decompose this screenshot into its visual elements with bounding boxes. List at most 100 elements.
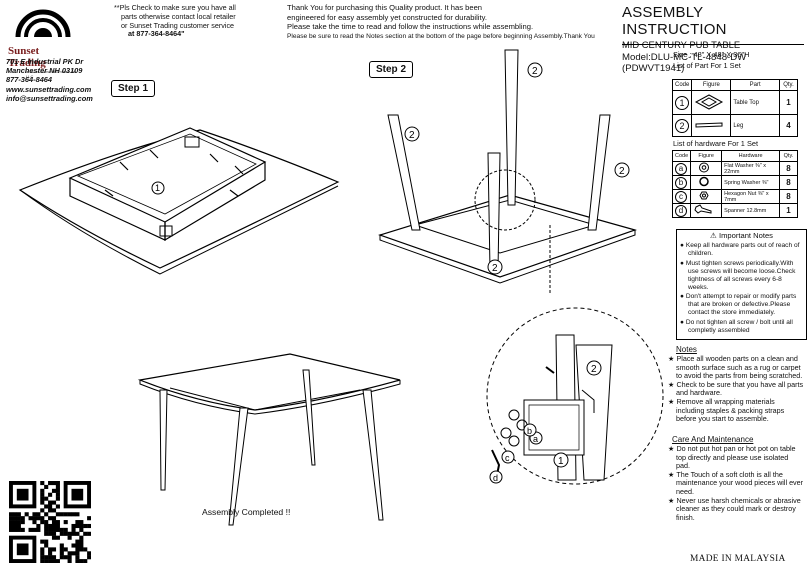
- important-item: ● Keep all hardware parts out of reach o…: [680, 242, 800, 257]
- col-figure: Figure: [690, 150, 723, 162]
- table-row: a Flat Washer ⅜" x 22mm 8: [671, 161, 798, 176]
- row-code: 2: [671, 114, 693, 137]
- page-title: ASSEMBLY INSTRUCTION: [622, 4, 727, 38]
- callout-text: a: [533, 434, 538, 444]
- col-part: Part: [730, 79, 780, 91]
- important-title: Important Notes: [718, 231, 773, 240]
- part-qty: 1: [779, 90, 798, 115]
- care-item: ★ Do not put hot pan or hot pot on table…: [668, 444, 796, 471]
- step-2-illustration: 2 2 2 2: [378, 49, 638, 295]
- hardware-name: Spanner 12.8mm: [721, 203, 780, 218]
- callout-text: 2: [492, 263, 498, 274]
- col-qty: Qty.: [779, 79, 798, 91]
- note-line: **Pls Check to make sure you have all: [114, 3, 236, 12]
- callout-text: 2: [619, 166, 625, 177]
- hardware-qty: 1: [779, 203, 798, 218]
- col-code: Code: [671, 79, 693, 91]
- thanks-line: engineered for easy assembly yet constru…: [287, 12, 487, 22]
- parts-table: Code Figure Part Qty. 1 Table Top 1 2 Le…: [671, 79, 798, 137]
- code-badge: 1: [675, 95, 689, 110]
- important-notes-box: ⚠ Important Notes ● Keep all hardware pa…: [676, 229, 807, 340]
- notes-title: Notes: [676, 345, 697, 354]
- col-figure: Figure: [691, 79, 732, 91]
- table-row: d Spanner 12.8mm 1: [671, 203, 798, 218]
- flat-washer-icon: [690, 161, 723, 176]
- address-website[interactable]: www.sunsettrading.com: [6, 84, 92, 94]
- part-name: Leg: [730, 114, 780, 137]
- note-line: or Sunset Trading customer service: [121, 20, 235, 30]
- code-badge: a: [675, 162, 687, 175]
- leg-attachment-detail: 2 1 a b c d: [486, 307, 664, 485]
- code-badge: c: [675, 190, 687, 203]
- part-name: Table Top: [730, 90, 780, 115]
- address-street: 701 E Industrial PK Dr: [6, 57, 84, 66]
- code-badge: b: [675, 176, 687, 189]
- made-in-label: MADE IN MALAYSIA: [690, 554, 786, 564]
- hardware-list-title: List of hardware For 1 Set: [673, 139, 759, 148]
- hardware-qty: 8: [779, 161, 798, 176]
- callout-text: 1: [558, 456, 564, 467]
- assembly-completed-label: Assembly Completed !!: [202, 507, 291, 517]
- important-item: ● Must tighten screws periodically.With …: [680, 259, 796, 291]
- warning-icon: ⚠: [710, 231, 717, 240]
- callout-text: b: [527, 426, 532, 436]
- qr-code[interactable]: [9, 481, 91, 563]
- step-2-label: Step 2: [369, 61, 414, 78]
- table-top-figure-icon: [691, 90, 732, 115]
- company-address: 701 E Industrial PK Dr Manchester NH 031…: [6, 57, 93, 103]
- parts-check-note: **Pls Check to make sure you have all pa…: [114, 3, 236, 39]
- notes-section: Notes ★ Place all wooden parts on a clea…: [668, 345, 804, 424]
- size-spec: Size : 48" X 48" X 36"H: [673, 50, 750, 59]
- hardware-name: Spring Washer ⅜": [721, 175, 780, 190]
- col-code: Code: [671, 150, 692, 162]
- notes-reminder: Please be sure to read the Notes section…: [287, 32, 595, 40]
- notes-item: ★ Remove all wrapping materials includin…: [668, 396, 785, 424]
- thank-you-text: Thank You for purchasing this Quality pr…: [287, 3, 595, 41]
- callout-text: 2: [409, 130, 415, 141]
- part-qty: 4: [779, 114, 798, 137]
- hardware-name: Flat Washer ⅜" x 22mm: [721, 161, 780, 176]
- spanner-icon: [690, 203, 723, 218]
- col-qty: Qty.: [779, 150, 798, 162]
- callout-text: c: [505, 453, 510, 463]
- company-tagline: a div of Sunset Furniture Intl LLC: [26, 69, 77, 79]
- table-row: c Hexagon Nut ⅜" x 7mm 8: [671, 189, 798, 204]
- company-logo: Sunset Trading a div of Sunset Furniture…: [8, 4, 78, 79]
- care-title: Care And Maintenance: [672, 435, 754, 444]
- completed-table-illustration: [137, 353, 401, 526]
- hardware-qty: 8: [779, 189, 798, 204]
- leg-figure-icon: [691, 114, 732, 137]
- header-divider: [622, 44, 804, 45]
- company-name: Sunset Trading: [8, 45, 46, 69]
- spring-washer-icon: [690, 175, 723, 190]
- hardware-name: Hexagon Nut ⅜" x 7mm: [721, 189, 780, 204]
- callout-1: [151, 181, 165, 195]
- table-row: 2 Leg 4: [671, 114, 798, 137]
- important-heading: ⚠ Important Notes: [680, 232, 803, 240]
- table-row: 1 Table Top 1: [671, 90, 798, 115]
- model-number: Model:DLU-MC-TL-4848-DW (PDWVT1941): [622, 52, 747, 74]
- care-item: ★ Never use harsh chemicals or abrasive …: [668, 495, 801, 522]
- hardware-table: Code Figure Hardware Qty. a Flat Washer …: [671, 150, 798, 218]
- row-code: 1: [671, 90, 693, 115]
- sunset-logo-icon: [15, 9, 71, 38]
- address-email[interactable]: info@sunsettrading.com: [6, 93, 93, 103]
- important-item: ● Don't attempt to repair or modify part…: [680, 293, 797, 317]
- care-item: ★ The Touch of a soft cloth is all the m…: [668, 469, 804, 496]
- hardware-qty: 8: [779, 175, 798, 190]
- table-row: b Spring Washer ⅜" 8: [671, 175, 798, 190]
- code-badge: d: [675, 204, 687, 217]
- callout-text: d: [493, 473, 498, 483]
- code-badge: 2: [675, 118, 689, 133]
- step-1-illustration: 1: [18, 127, 340, 275]
- thanks-line: Thank You for purchasing this Quality pr…: [287, 3, 483, 12]
- step-1-label: Step 1: [111, 80, 156, 97]
- col-hardware: Hardware: [721, 150, 780, 162]
- address-city: Manchester NH 03109: [6, 66, 83, 76]
- address-phone: 877-364-8464: [6, 75, 53, 85]
- thanks-line: Please take the time to read and follow …: [287, 22, 534, 31]
- notes-item: ★ Place all wooden parts on a clean and …: [668, 354, 803, 381]
- parts-list-title: List of Part For 1 Set: [673, 61, 741, 70]
- note-line: parts otherwise contact local retailer: [121, 11, 236, 21]
- care-section: Care And Maintenance ★ Do not put hot pa…: [668, 435, 804, 522]
